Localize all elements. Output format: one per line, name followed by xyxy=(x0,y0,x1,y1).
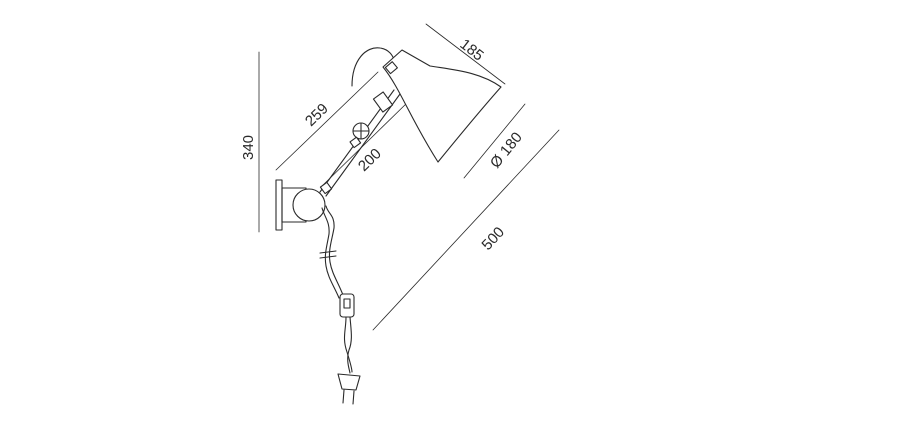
hinge-knob xyxy=(292,188,326,222)
inline-switch[interactable] xyxy=(339,293,355,318)
dim-line-lower-arm xyxy=(321,99,411,187)
adjustment-knob[interactable] xyxy=(349,122,370,149)
dim-line-arm-length xyxy=(275,71,379,171)
label-shade-diameter: Ø 180 xyxy=(487,129,526,171)
dim-line-total-reach xyxy=(372,129,560,331)
label-arm-length: 259 xyxy=(302,100,332,130)
upper-cord xyxy=(351,47,395,87)
label-total-reach: 500 xyxy=(478,224,508,254)
label-height: 340 xyxy=(240,135,257,160)
plug-cord xyxy=(343,316,353,373)
power-cord xyxy=(325,205,344,296)
dim-line-shade-diameter xyxy=(463,103,526,179)
dimension-lines xyxy=(258,23,560,331)
power-plug xyxy=(337,373,361,405)
lamp xyxy=(275,47,502,405)
label-shade-width: 185 xyxy=(457,36,487,65)
cord-break-mark xyxy=(319,250,337,254)
lamp-shade xyxy=(382,49,502,163)
dim-line-shade-width xyxy=(425,23,506,85)
power-cord-inner xyxy=(321,207,340,299)
dimension-labels: 340 259 200 185 Ø 180 500 xyxy=(240,36,526,254)
switch-button[interactable] xyxy=(343,298,351,309)
